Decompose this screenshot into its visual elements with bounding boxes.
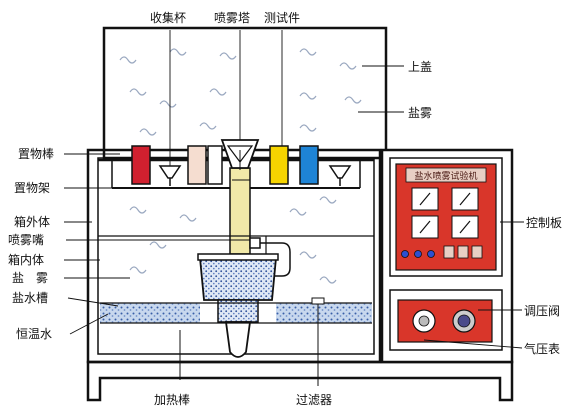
salt-water-tank — [197, 253, 279, 358]
control-panel-title: 盐水喷雾试验机 — [414, 170, 477, 182]
indicator-light-icon — [414, 250, 422, 258]
filter — [311, 297, 325, 386]
regulator-panel — [389, 289, 503, 351]
label-salt-water-tank: 盐水槽 — [12, 291, 48, 305]
label-filter: 过滤器 — [296, 393, 332, 407]
label-shelf-rod: 置物棒 — [18, 147, 54, 161]
label-upper-lid: 上盖 — [408, 60, 432, 74]
pressure-regulator-dial — [412, 309, 436, 333]
label-control-panel: 控制板 — [526, 216, 562, 230]
salt-mist — [119, 48, 362, 284]
label-spray-tower: 喷雾塔 — [214, 11, 250, 25]
specimen-red — [131, 145, 151, 185]
label-spray-nozzle: 喷雾嘴 — [8, 233, 44, 247]
switch — [443, 245, 455, 259]
specimen-blue — [299, 145, 319, 185]
indicator-light-icon — [427, 250, 435, 258]
spray-nozzle — [249, 237, 291, 277]
collection-cup-left — [158, 165, 182, 179]
label-heater-rod: 加热棒 — [154, 393, 190, 407]
collection-cup-right — [328, 165, 352, 179]
specimen-pink — [187, 145, 207, 185]
control-panel: 盐水喷雾试验机 — [395, 163, 497, 271]
indicator-light-icon — [401, 250, 409, 258]
collection-cups — [158, 165, 352, 186]
label-test-specimen: 测试件 — [264, 10, 300, 25]
base-frame — [86, 360, 514, 402]
label-inner-box: 箱内体 — [8, 252, 44, 267]
switch — [471, 245, 483, 259]
label-rack: 置物架 — [14, 181, 50, 195]
spray-tower — [220, 139, 260, 255]
label-pressure-gauge: 气压表 — [524, 341, 560, 356]
leader-lines — [64, 30, 524, 349]
label-thermostatic-water: 恒温水 — [16, 327, 52, 341]
label-pressure-regulator: 调压阀 — [524, 304, 560, 318]
upper-lid — [102, 26, 388, 160]
specimen-white — [207, 145, 223, 185]
label-salt-mist-lower: 盐 雾 — [12, 271, 48, 285]
pressure-gauge — [452, 309, 476, 333]
inner-box — [98, 235, 374, 256]
thermostatic-water — [100, 302, 372, 324]
label-outer-box: 箱外体 — [14, 214, 50, 229]
test-specimens — [131, 145, 319, 185]
switch — [457, 245, 469, 259]
labels: 收集杯 喷雾塔 测试件 上盖 盐雾 控制板 调压阀 气压表 置物棒 置物架 箱外… — [8, 10, 562, 407]
specimen-yellow — [269, 145, 289, 185]
label-collection-cup: 收集杯 — [150, 10, 186, 25]
label-salt-mist-upper: 盐雾 — [408, 106, 432, 120]
